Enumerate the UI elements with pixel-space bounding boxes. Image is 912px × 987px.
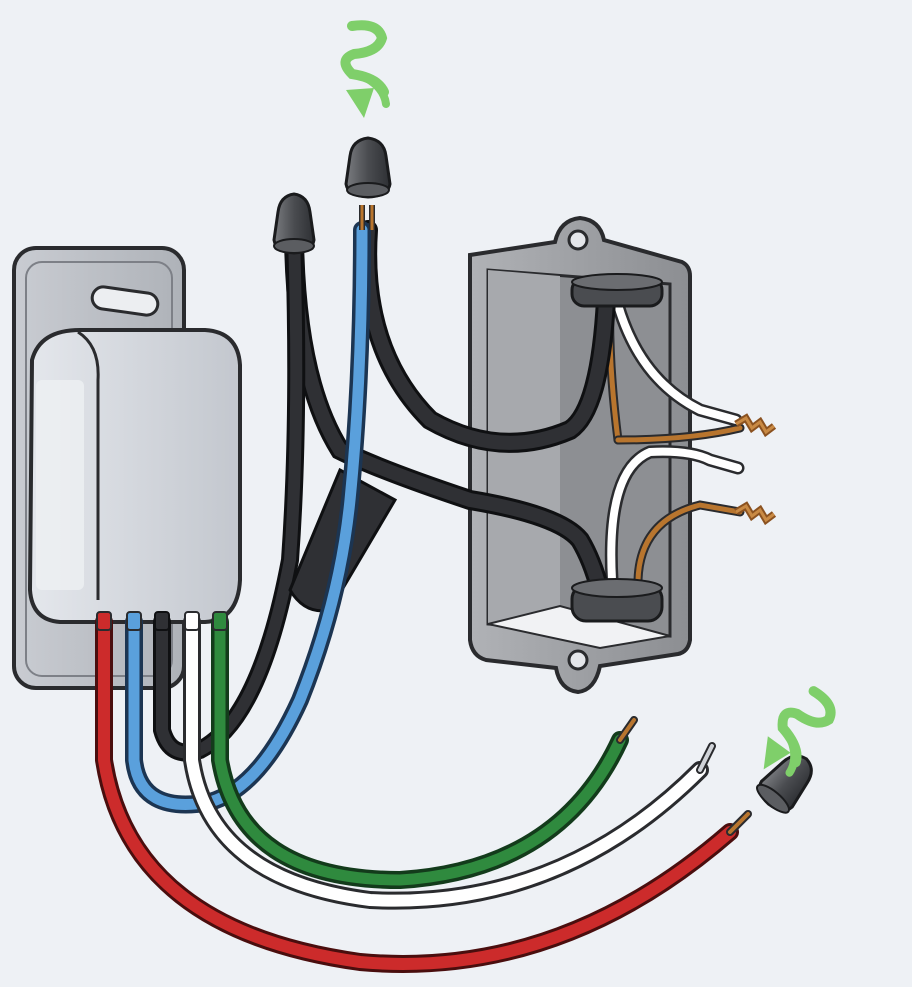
device-wire-stubs xyxy=(96,611,228,631)
blue-wire xyxy=(125,221,371,814)
clockwise-twist-arrow-icon xyxy=(340,20,390,118)
device-body xyxy=(27,328,242,624)
wire-nut-bottom-right xyxy=(756,754,813,814)
copper-twist-ends xyxy=(734,413,777,526)
box-cable-clamp-top xyxy=(570,273,664,308)
box-house-wires xyxy=(604,295,745,587)
wire-nut-left xyxy=(272,192,316,255)
green-wire xyxy=(211,613,638,890)
black-wires xyxy=(153,220,616,762)
red-wire xyxy=(95,613,752,973)
box-cable-clamp-bottom xyxy=(570,578,664,623)
wire-nut-top xyxy=(344,136,392,199)
toggle-lever xyxy=(90,285,160,317)
stripped-wire-ends-top xyxy=(359,205,375,230)
white-wire xyxy=(183,613,716,910)
clockwise-twist-arrow-icon xyxy=(763,686,836,777)
